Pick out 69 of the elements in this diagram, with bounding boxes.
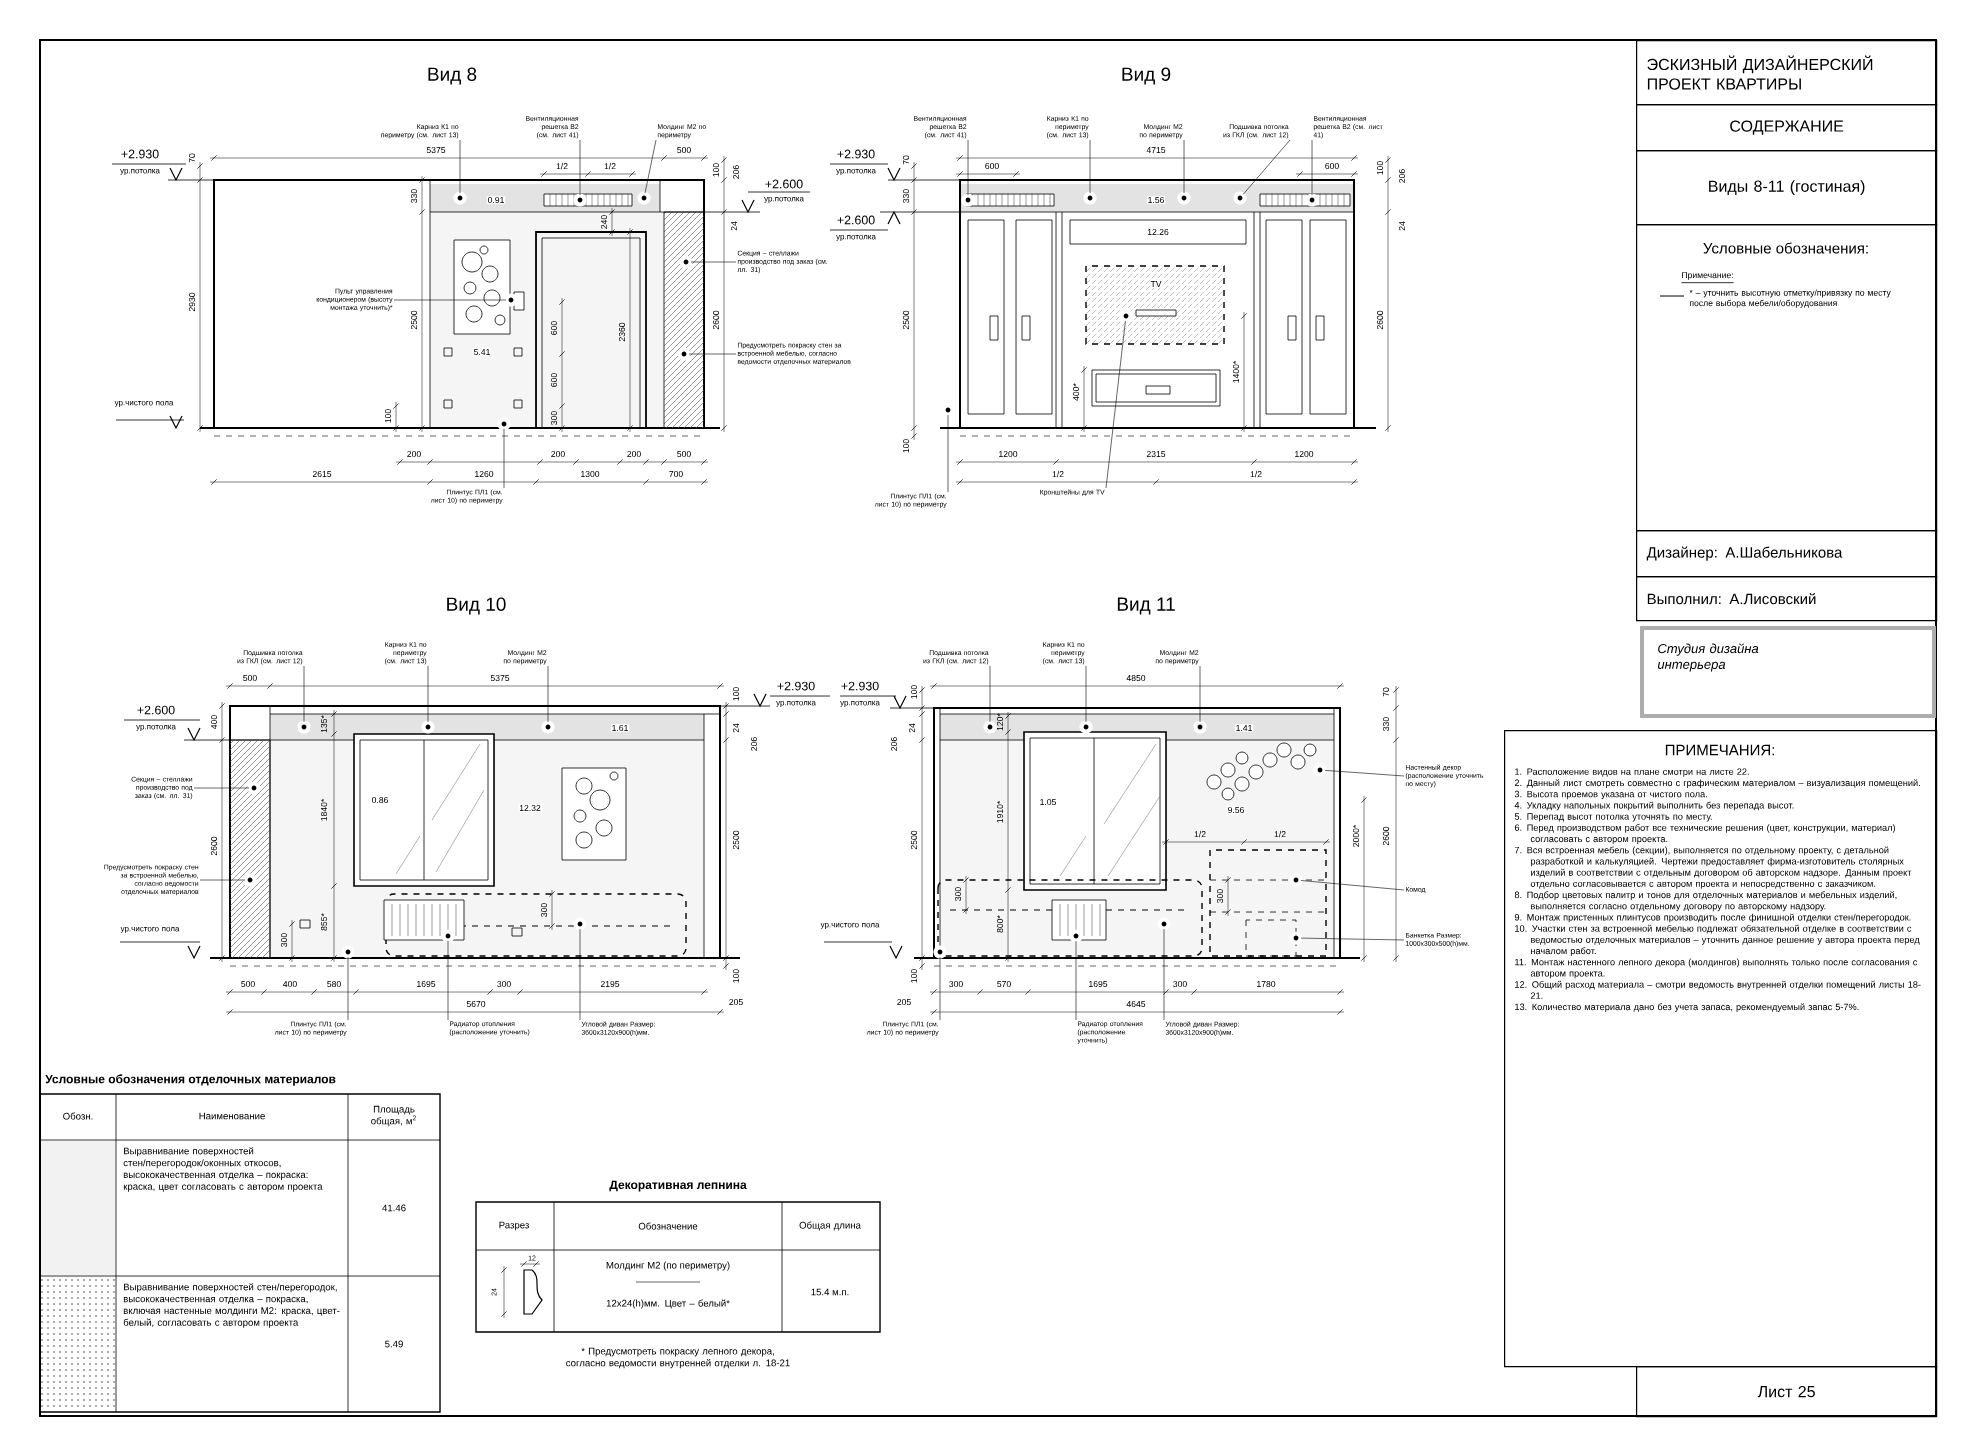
leader-dot bbox=[573, 193, 587, 207]
leader-line bbox=[1163, 928, 1165, 1021]
leader-dot bbox=[453, 191, 467, 205]
leader-dot bbox=[504, 293, 518, 307]
leader-dot bbox=[1193, 720, 1207, 734]
leader-dot bbox=[1177, 191, 1191, 205]
leader-dot bbox=[1289, 931, 1303, 945]
leader-line bbox=[1300, 937, 1405, 941]
leader-line bbox=[393, 299, 507, 301]
leader-line bbox=[459, 139, 461, 194]
leader-line bbox=[303, 665, 305, 723]
leader-line bbox=[1105, 320, 1126, 489]
leader-dot bbox=[933, 945, 947, 959]
leader-dot bbox=[1119, 309, 1133, 323]
view-title: Вид 8 bbox=[428, 67, 477, 85]
title-block-cell: Лист 25 bbox=[1636, 1366, 1938, 1418]
leader-dot bbox=[961, 193, 975, 207]
leader-dot bbox=[1305, 193, 1319, 207]
leader-dot bbox=[341, 945, 355, 959]
leader-line bbox=[947, 414, 949, 493]
leader-line bbox=[199, 879, 246, 881]
leader-dot bbox=[1069, 929, 1083, 943]
leader-line bbox=[1311, 139, 1313, 196]
leader-line bbox=[447, 940, 449, 1021]
leader-line bbox=[503, 428, 505, 489]
leader-line bbox=[1085, 665, 1087, 723]
leader-line bbox=[193, 787, 250, 789]
leader-line bbox=[1075, 940, 1077, 1021]
leader-line bbox=[644, 139, 657, 194]
leader-line bbox=[1199, 665, 1201, 723]
leader-line bbox=[690, 261, 737, 263]
leader-dot bbox=[297, 720, 311, 734]
leader-line bbox=[989, 665, 991, 723]
title-block-cell: СОДЕРЖАНИЕ bbox=[1636, 104, 1938, 152]
leader-dot bbox=[541, 720, 555, 734]
leader-dot bbox=[983, 720, 997, 734]
view-title: Вид 10 bbox=[447, 597, 506, 615]
title-block-cell: Виды 8-11 (гостиная) bbox=[1636, 150, 1938, 226]
leader-dot bbox=[497, 417, 511, 431]
leader-line bbox=[347, 956, 349, 1021]
leader-dot bbox=[1313, 763, 1327, 777]
leader-dot bbox=[441, 929, 455, 943]
title-block-cell: ЭСКИЗНЫЙ ДИЗАЙНЕРСКИЙ ПРОЕКТ КВАРТИРЫ bbox=[1636, 40, 1938, 106]
leader-dot bbox=[677, 347, 691, 361]
leader-line bbox=[1183, 139, 1185, 194]
leader-dot bbox=[243, 873, 257, 887]
leader-dot bbox=[1289, 873, 1303, 887]
view-title: Вид 11 bbox=[1117, 597, 1175, 615]
leader-line bbox=[427, 665, 429, 723]
leader-line bbox=[688, 353, 737, 355]
leader-dot bbox=[573, 917, 587, 931]
leader-line bbox=[1324, 770, 1405, 777]
leader-dot bbox=[247, 781, 261, 795]
leader-line bbox=[547, 665, 549, 723]
leader-line bbox=[1089, 139, 1091, 194]
leader-dot bbox=[1079, 720, 1093, 734]
leader-line bbox=[1243, 139, 1291, 195]
leader-dot bbox=[1083, 191, 1097, 205]
leader-line bbox=[939, 956, 941, 1021]
leader-dot bbox=[679, 255, 693, 269]
leader-dot bbox=[637, 191, 651, 205]
leader-line bbox=[579, 928, 581, 1021]
leader-dot bbox=[1233, 191, 1247, 205]
leader-dot bbox=[1157, 917, 1171, 931]
leader-line bbox=[967, 139, 969, 196]
leader-line bbox=[579, 139, 581, 196]
leader-line bbox=[1300, 880, 1405, 891]
leader-dot bbox=[421, 720, 435, 734]
view-title: Вид 9 bbox=[1122, 67, 1171, 85]
